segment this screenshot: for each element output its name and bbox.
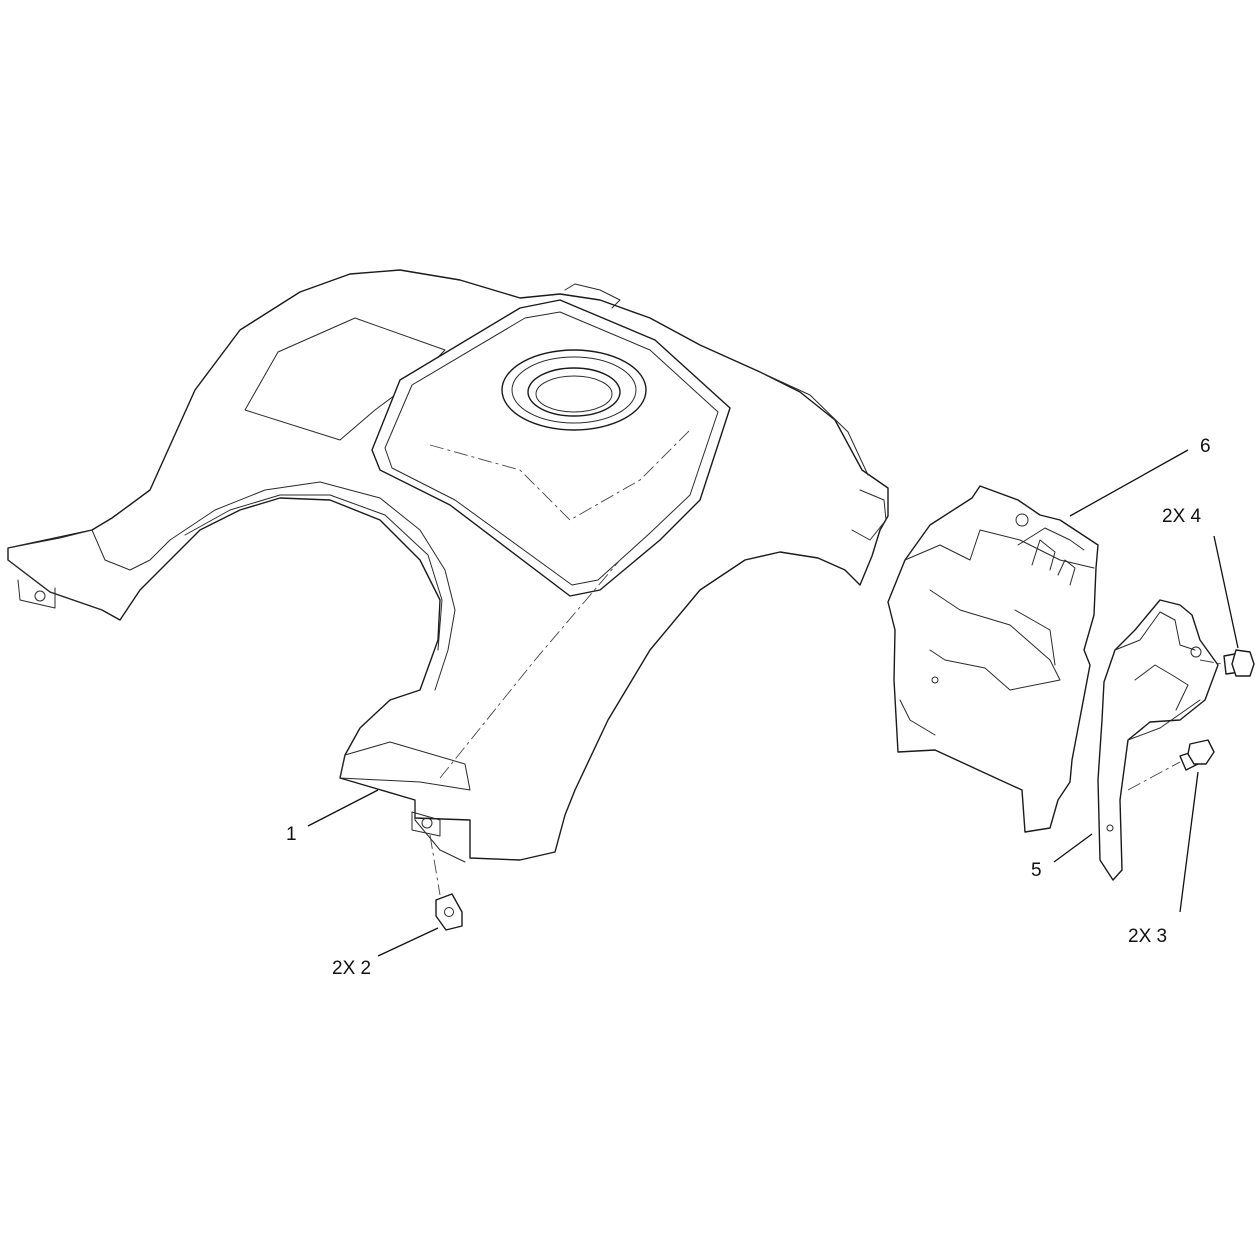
leader-line-1: [307, 789, 379, 827]
side-plate-part: [1097, 599, 1219, 881]
callout-5: 5: [1031, 860, 1042, 881]
leader-line-5: [1053, 833, 1093, 863]
lower-bolt-part: [1127, 739, 1215, 791]
leader-line-3: [1179, 771, 1199, 913]
leader-line-2: [377, 927, 439, 957]
upper-bolt-part: [1199, 649, 1255, 677]
bracket-part: [887, 485, 1099, 833]
callout-1: 1: [286, 824, 297, 845]
callout-6: 6: [1200, 436, 1211, 457]
callout-4: 2X 4: [1162, 506, 1202, 527]
leader-line-4: [1213, 535, 1239, 649]
callout-2: 2X 2: [332, 958, 371, 979]
leader-line-6: [1069, 449, 1189, 517]
main-shroud-part: [7, 269, 889, 863]
callout-3: 2X 3: [1128, 926, 1167, 947]
nut-part: [429, 834, 463, 931]
